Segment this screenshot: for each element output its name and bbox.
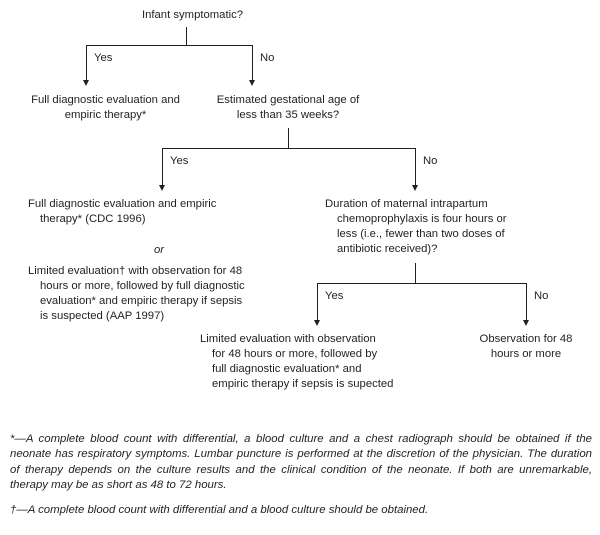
connector-level1-yes-leg (86, 45, 87, 81)
connector-level1-no-leg (252, 45, 253, 81)
branch-label-level1-yes: Yes (94, 52, 113, 64)
connector-level2-yes-leg (162, 148, 163, 186)
arrowhead-level2-yes (159, 185, 165, 191)
node-chemo-no-outcome: Observation for 48 hours or more (479, 333, 573, 360)
node-chemo-yes-outcome: Limited evaluation with observation for … (200, 333, 394, 390)
connector-level3-yes-leg (317, 283, 318, 321)
node-gestational-age-question: Estimated gestational age of less than 3… (216, 94, 360, 121)
branch-label-level2-no: No (423, 155, 438, 167)
node-preterm-or-separator: or (153, 244, 165, 256)
branch-label-level3-yes: Yes (325, 290, 344, 302)
node-preterm-yes-primary: Full diagnostic evaluation and empiric t… (28, 198, 217, 225)
arrowhead-level3-yes (314, 320, 320, 326)
connector-level3-no-leg (526, 283, 527, 321)
branch-label-level2-yes: Yes (170, 155, 189, 167)
arrowhead-level2-no (412, 185, 418, 191)
connector-level3-bar (317, 283, 527, 284)
connector-level1-bar (86, 45, 252, 46)
arrowhead-level3-no (523, 320, 529, 326)
branch-label-level3-no: No (534, 290, 549, 302)
footnotes-section: *—A complete blood count with differenti… (10, 432, 592, 518)
connector-gestational-stem (288, 128, 289, 148)
footnote-asterisk: *—A complete blood count with differenti… (10, 433, 592, 492)
arrowhead-level1-no (249, 80, 255, 86)
connector-level2-bar (162, 148, 416, 149)
connector-chemo-stem (415, 263, 416, 283)
connector-root-stem (186, 27, 187, 45)
node-chemoprophylaxis-question: Duration of maternal intrapartum chemopr… (325, 198, 507, 255)
footnote-dagger: †—A complete blood count with differenti… (10, 503, 429, 516)
node-preterm-yes-alternative: Limited evaluation† with observation for… (28, 265, 245, 322)
arrowhead-level1-yes (83, 80, 89, 86)
node-symptomatic-yes-outcome: Full diagnostic evaluation and empiric t… (31, 94, 180, 121)
branch-label-level1-no: No (260, 52, 275, 64)
node-root-question: Infant symptomatic? (141, 9, 244, 21)
connector-level2-no-leg (415, 148, 416, 186)
